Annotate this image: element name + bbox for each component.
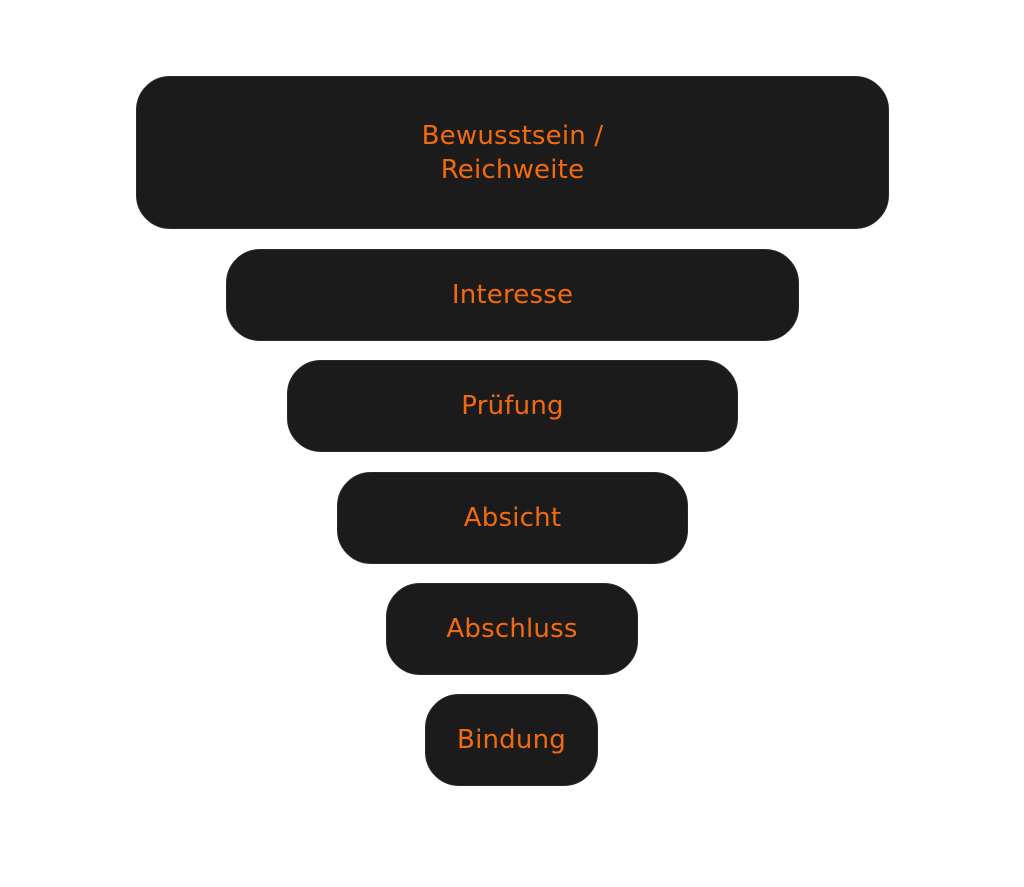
funnel-stage-purchase: Abschluss [386,583,638,675]
funnel-stage-interest: Interesse [226,249,799,341]
stage-label: Bindung [457,725,566,755]
funnel-stage-intent: Absicht [337,472,688,564]
stage-label: Absicht [463,503,562,533]
stage-label: Abschluss [446,614,578,644]
funnel-stage-awareness: Bewusstsein / Reichweite [136,76,889,229]
stage-label: Prüfung [461,391,564,421]
funnel-stage-evaluation: Prüfung [287,360,738,452]
stage-label: Interesse [451,280,574,310]
funnel-stage-retention: Bindung [425,694,598,786]
stage-label: Bewusstsein / Reichweite [421,120,604,185]
